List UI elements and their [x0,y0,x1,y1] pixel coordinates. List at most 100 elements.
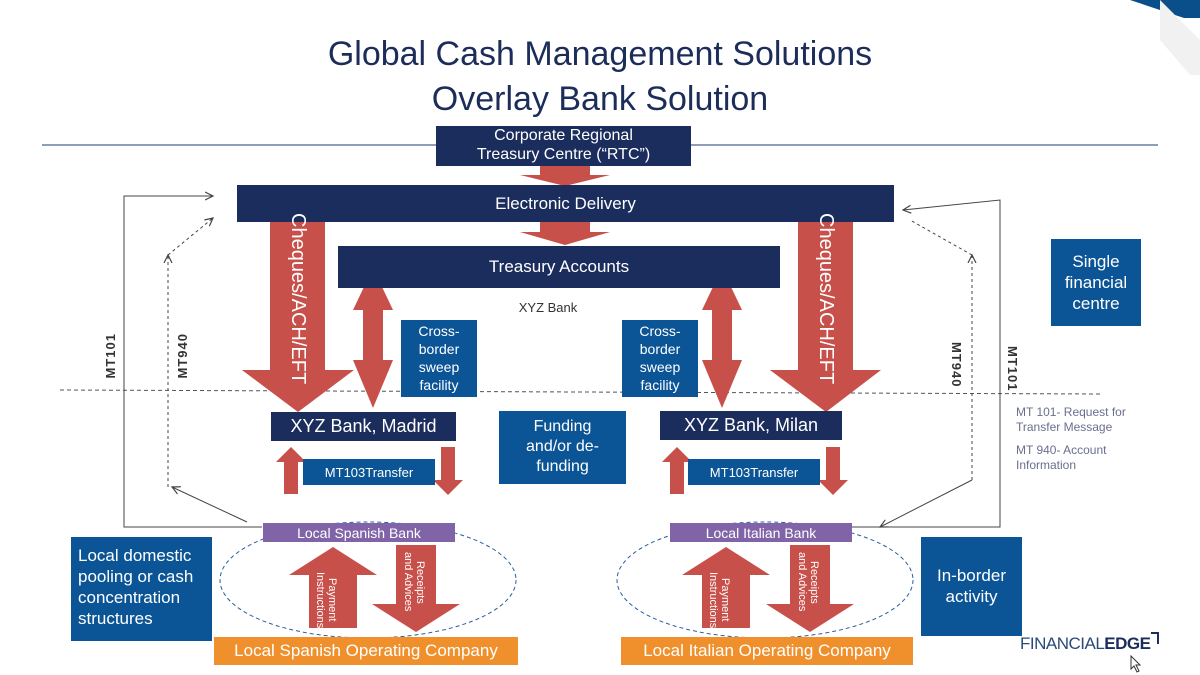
local-italian-company-box: Local Italian Operating Company [621,637,913,665]
local-spanish-company-label: Local Spanish Operating Company [234,641,498,660]
xyz-madrid-label: XYZ Bank, Madrid [290,416,437,436]
local-italian-bank-box: Local Italian Bank [670,523,852,542]
cross-border-box-left: Cross- border sweep facility [401,320,477,397]
cross-border-left-line: border [418,341,460,357]
receipts-advices-left-line: and Advices [402,552,414,612]
local-spanish-bank-label: Local Spanish Bank [297,524,421,541]
arrow-cheques-right [770,185,881,412]
rtc-box: Corporate Regional Treasury Centre (“RTC… [436,126,691,166]
logo-part2: EDGE [1104,634,1151,653]
receipts-advices-right: Receipts and Advices [796,552,820,612]
arrow-receipts-right [766,545,854,632]
local-spanish-company-box: Local Spanish Operating Company [214,637,518,665]
in-border-line: In-border [937,566,1006,585]
local-italian-bank-label: Local Italian Bank [705,524,817,541]
page-subtitle: Overlay Bank Solution [431,80,769,118]
border-divider [59,389,1101,395]
cross-border-right-line: border [639,341,681,357]
funding-line: and/or de- [526,438,599,455]
in-border-line: activity [945,587,998,606]
cross-border-left-line: Cross- [418,323,460,339]
local-spanish-bank-box: Local Spanish Bank [263,523,455,542]
arrow-mt103-down-right [818,447,848,495]
cross-border-right-line: facility [640,377,680,393]
note-mt940-line: MT 940- Account [1016,443,1107,457]
corner-decoration [1130,0,1200,75]
xyz-madrid-box: XYZ Bank, Madrid [271,412,456,441]
logo-part1: FINANCIAL [1020,634,1105,653]
mt103-box-right: MT103Transfer [688,459,820,485]
note-mt940: MT 940- Account Information [1016,443,1107,473]
financial-edge-logo: FINANCIALEDGE [1020,634,1151,654]
cross-border-right-line: Cross- [639,323,681,339]
electronic-delivery-label: Electronic Delivery [495,193,636,213]
mt940-right-label: MT940 [949,342,964,388]
mt940-right-line [880,479,973,527]
local-domestic-line: concentration [78,588,181,607]
cross-border-box-right: Cross- border sweep facility [622,320,698,397]
single-financial-line: centre [1072,294,1120,313]
local-domestic-line: pooling or cash [78,567,194,586]
cross-border-right-line: sweep [639,359,681,375]
treasury-accounts-label: Treasury Accounts [488,257,630,276]
receipts-advices-right-line: and Advices [796,552,808,612]
arrow-sweep-left [353,268,393,408]
receipts-advices-left-line: Receipts [414,560,426,604]
cheques-label-right: Cheques/ACH/EFT [815,213,837,385]
logo-bracket-icon [1151,632,1159,644]
cross-border-left-line: sweep [418,359,460,375]
arrow-mt103-down-left [433,447,463,495]
note-mt101: MT 101- Request for Transfer Message [1016,405,1126,435]
payment-instructions-left-line: Instructions [314,571,326,629]
xyz-bank-label: XYZ Bank [518,300,578,315]
payment-instructions-right: Payment Instructions [707,570,731,630]
arrow-payment-left [289,547,377,628]
local-domestic-line: structures [78,609,153,628]
arrow-cheques-left [242,185,354,412]
rtc-line1: Corporate Regional [494,127,633,144]
electronic-delivery-bar: Electronic Delivery [237,185,894,222]
arrow-mt103-up-left [276,447,306,494]
mt101-left-label: MT101 [103,333,118,379]
xyz-milan-box: XYZ Bank, Milan [660,411,842,440]
local-domestic-box: Local domestic pooling or cash concentra… [71,537,212,641]
funding-line: funding [536,458,589,475]
note-mt101-line: Transfer Message [1016,420,1113,434]
mt103-left-label: MT103Transfer [324,464,414,480]
funding-box: Funding and/or de- funding [499,411,626,484]
cheques-label-left: Cheques/ACH/EFT [287,213,309,385]
funding-line: Funding [533,418,592,435]
mt101-right-line [851,199,1001,528]
payment-instructions-left: Payment Instructions [314,570,338,630]
receipts-advices-right-line: Receipts [808,560,820,604]
page-title: Global Cash Management Solutions [327,35,873,73]
rtc-line2: Treasury Centre (“RTC”) [476,146,651,163]
mt103-right-label: MT103Transfer [709,464,799,480]
mt940-right-top [909,219,973,256]
arrow-payment-right [682,547,770,628]
arrow-receipts-left [372,545,460,632]
mt101-right-label: MT101 [1005,346,1020,392]
mt940-left-line [172,487,248,523]
mt101-left-line [123,196,262,528]
single-financial-line: financial [1064,273,1128,292]
mt940-left-label: MT940 [175,333,190,379]
xyz-milan-label: XYZ Bank, Milan [683,415,819,435]
mouse-cursor-icon [1130,655,1142,673]
note-mt101-line: MT 101- Request for [1016,405,1126,419]
arrow-ed-down [520,222,610,245]
single-financial-line: Single [1072,252,1120,271]
cross-border-left-line: facility [419,377,459,393]
local-italian-company-label: Local Italian Operating Company [643,641,891,660]
note-mt940-line: Information [1016,458,1077,472]
in-border-box: In-border activity [921,537,1022,636]
mt103-box-left: MT103Transfer [303,459,435,485]
payment-instructions-right-line: Payment [719,578,731,622]
arrow-mt103-up-right [662,447,692,494]
arrow-sweep-right [702,268,742,408]
payment-instructions-left-line: Payment [326,578,338,622]
mt940-left-top [167,218,213,256]
treasury-accounts-box: Treasury Accounts [338,246,780,288]
single-financial-box: Single financial centre [1051,239,1141,326]
